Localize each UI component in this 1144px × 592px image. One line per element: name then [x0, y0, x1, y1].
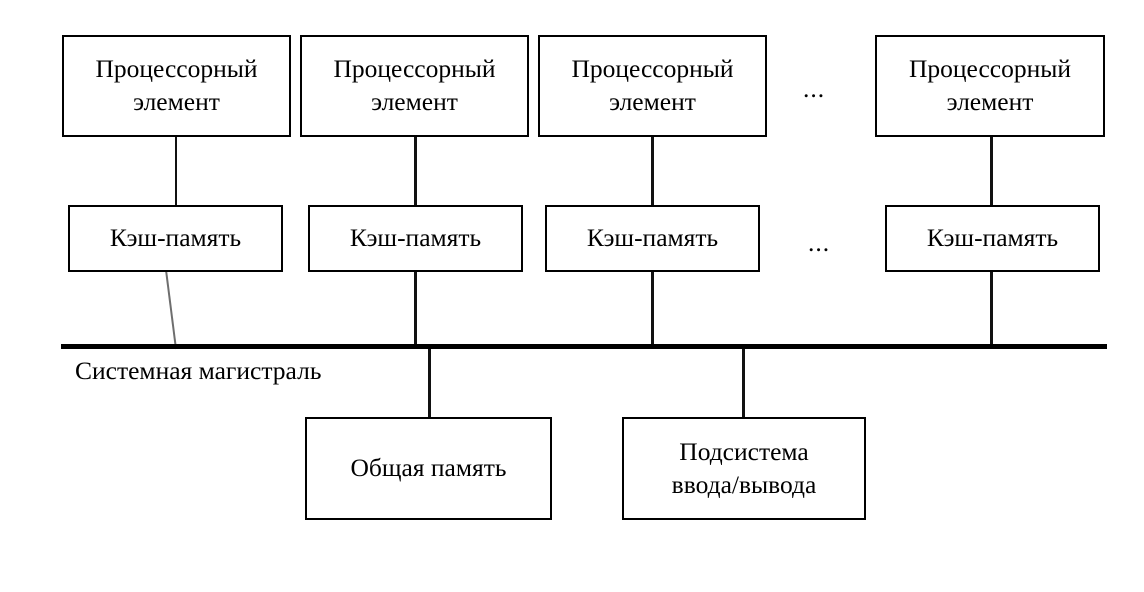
connector-cache2-bus [414, 272, 417, 349]
processing-element-1-label: Процессорный элемент [95, 54, 258, 116]
cache-memory-1-label: Кэш-память [109, 223, 242, 253]
system-bus-line [61, 344, 1107, 349]
io-subsystem-box[interactable]: Подсистема ввода/вывода [622, 417, 866, 520]
connector-pe1-cache1 [175, 137, 177, 205]
system-bus-label: Системная магистраль [75, 356, 322, 385]
connector-cache1-bus [165, 270, 177, 350]
processing-element-4-label: Процессорный элемент [908, 54, 1072, 116]
processing-element-2-label: Процессорный элемент [333, 54, 496, 116]
shared-memory-label: Общая память [350, 453, 507, 483]
connector-bus-shared-memory [428, 348, 431, 418]
processing-element-3-label: Процессорный элемент [571, 54, 734, 116]
connector-bus-io-subsystem [742, 348, 745, 418]
cache-memory-2[interactable]: Кэш-память [308, 205, 523, 272]
io-subsystem-label: Подсистема ввода/вывода [671, 436, 817, 499]
processing-element-1[interactable]: Процессорный элемент [62, 35, 291, 137]
processing-element-3[interactable]: Процессорный элемент [538, 35, 767, 137]
cache-memory-3-label: Кэш-память [586, 223, 719, 253]
cache-memory-2-label: Кэш-память [349, 223, 482, 253]
cache-memory-1[interactable]: Кэш-память [68, 205, 283, 272]
connector-pe3-cache3 [651, 137, 654, 205]
connector-cache4-bus [990, 272, 993, 349]
connector-pe4-cache4 [990, 137, 993, 205]
cache-memory-4-label: Кэш-память [926, 223, 1059, 253]
processing-element-2[interactable]: Процессорный элемент [300, 35, 529, 137]
processing-element-4[interactable]: Процессорный элемент [875, 35, 1105, 137]
processing-row-ellipsis: ... [803, 74, 826, 103]
cache-memory-4[interactable]: Кэш-память [885, 205, 1100, 272]
cache-row-ellipsis: ... [808, 228, 831, 257]
connector-cache3-bus [651, 272, 654, 349]
connector-pe2-cache2 [414, 137, 417, 205]
cache-memory-3[interactable]: Кэш-память [545, 205, 760, 272]
shared-memory-box[interactable]: Общая память [305, 417, 552, 520]
